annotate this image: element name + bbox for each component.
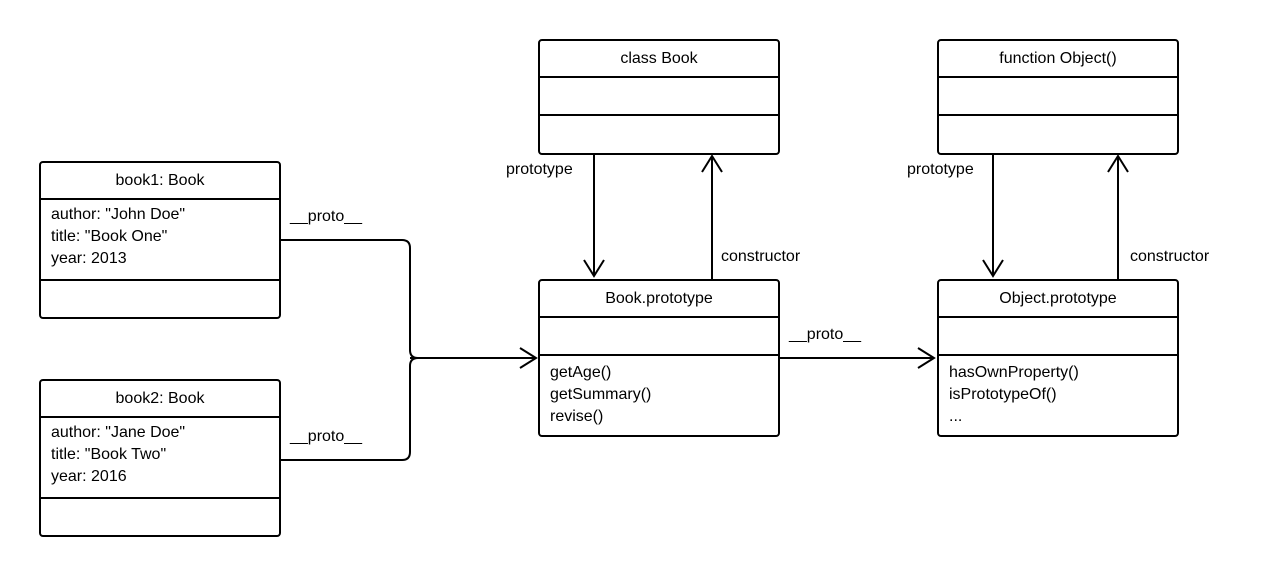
book1-proto-label: __proto__ bbox=[290, 208, 363, 225]
method-section: getAge() getSummary() revise() bbox=[540, 356, 778, 435]
object-constructor-arrowhead bbox=[1107, 154, 1129, 173]
object-prototype-label: prototype bbox=[907, 161, 974, 178]
attribute-section bbox=[939, 78, 1177, 116]
method-line: getSummary() bbox=[550, 386, 652, 403]
object-prototype-box: Object.prototype hasOwnProperty() isProt… bbox=[937, 279, 1179, 437]
book-constructor-label: constructor bbox=[721, 248, 801, 265]
method-line: hasOwnProperty() bbox=[949, 364, 1079, 381]
book2-object-box: book2: Book author: "Jane Doe" title: "B… bbox=[39, 379, 281, 537]
box-title: Book.prototype bbox=[540, 281, 778, 318]
method-section bbox=[939, 116, 1177, 153]
attribute-line: title: "Book One" bbox=[51, 228, 168, 245]
instances-proto-arrowhead bbox=[519, 347, 538, 369]
attribute-line: title: "Book Two" bbox=[51, 446, 167, 463]
box-title: book2: Book bbox=[41, 381, 279, 418]
method-line: ... bbox=[949, 408, 963, 425]
class-book-box: class Book bbox=[538, 39, 780, 155]
book-proto-to-object-label: __proto__ bbox=[789, 326, 862, 343]
method-line: revise() bbox=[550, 408, 604, 425]
method-section bbox=[540, 116, 778, 153]
method-section bbox=[41, 499, 279, 535]
book1-object-box: book1: Book author: "John Doe" title: "B… bbox=[39, 161, 281, 319]
attribute-line: year: 2016 bbox=[51, 468, 127, 485]
method-line: getAge() bbox=[550, 364, 612, 381]
method-section: hasOwnProperty() isPrototypeOf() ... bbox=[939, 356, 1177, 435]
box-title: class Book bbox=[540, 41, 778, 78]
attribute-line: year: 2013 bbox=[51, 250, 127, 267]
book1-proto-connector bbox=[281, 239, 419, 359]
box-title: function Object() bbox=[939, 41, 1177, 78]
method-section bbox=[41, 281, 279, 317]
book-constructor-arrowhead bbox=[701, 154, 723, 173]
book-prototype-arrowhead bbox=[583, 259, 605, 278]
book2-proto-label: __proto__ bbox=[290, 428, 363, 445]
object-constructor-label: constructor bbox=[1130, 248, 1210, 265]
attribute-line: author: "Jane Doe" bbox=[51, 424, 186, 441]
function-object-box: function Object() bbox=[937, 39, 1179, 155]
attribute-line: author: "John Doe" bbox=[51, 206, 186, 223]
book-proto-to-object-arrowhead bbox=[917, 347, 936, 369]
method-line: isPrototypeOf() bbox=[949, 386, 1057, 403]
attribute-section bbox=[540, 78, 778, 116]
attribute-section bbox=[939, 318, 1177, 356]
attribute-section: author: "Jane Doe" title: "Book Two" yea… bbox=[41, 418, 279, 499]
object-prototype-arrowhead bbox=[982, 259, 1004, 278]
attribute-section: author: "John Doe" title: "Book One" yea… bbox=[41, 200, 279, 281]
attribute-section bbox=[540, 318, 778, 356]
box-title: book1: Book bbox=[41, 163, 279, 200]
book-prototype-box: Book.prototype getAge() getSummary() rev… bbox=[538, 279, 780, 437]
book-prototype-label: prototype bbox=[506, 161, 573, 178]
box-title: Object.prototype bbox=[939, 281, 1177, 318]
